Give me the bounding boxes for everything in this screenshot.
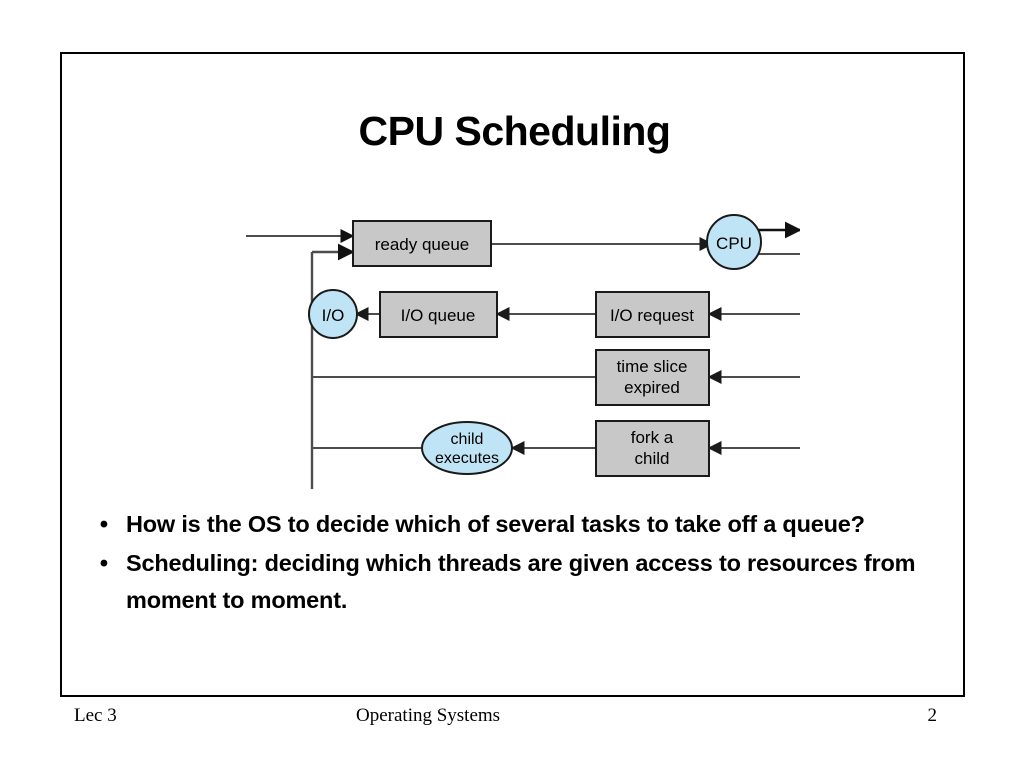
node-label-fork-line1: fork a xyxy=(631,428,674,447)
node-label-fork-line2: child xyxy=(635,449,670,468)
node-label-child-line1: child xyxy=(451,431,484,448)
node-fork-a-child: fork a child xyxy=(595,420,710,477)
bullet-list: • How is the OS to decide which of sever… xyxy=(82,506,962,621)
node-io: I/O xyxy=(308,289,358,339)
node-label-ready-queue: ready queue xyxy=(375,235,470,254)
slide-footer: Lec 3 Operating Systems 2 xyxy=(60,700,965,744)
bullet-marker-icon: • xyxy=(99,550,109,577)
node-label-time-slice-line1: time slice xyxy=(617,357,688,376)
page-title: CPU Scheduling xyxy=(358,108,671,154)
node-label-cpu: CPU xyxy=(716,234,752,253)
slide-frame: CPU Scheduling xyxy=(60,52,965,697)
footer-lecture-label: Lec 3 xyxy=(74,705,117,726)
node-child-executes: child executes xyxy=(421,421,513,475)
list-item: • How is the OS to decide which of sever… xyxy=(82,506,962,543)
bullet-text: How is the OS to decide which of several… xyxy=(126,511,865,537)
bullet-text: Scheduling: deciding which threads are g… xyxy=(126,550,916,613)
node-label-io: I/O xyxy=(322,306,345,325)
node-io-request: I/O request xyxy=(595,291,710,338)
footer-course-label: Operating Systems xyxy=(356,705,501,726)
node-ready-queue: ready queue xyxy=(352,220,492,267)
process-state-queue-diagram: ready queue CPU I/O I/O queue xyxy=(240,164,800,489)
node-cpu: CPU xyxy=(706,214,762,270)
list-item: • Scheduling: deciding which threads are… xyxy=(82,545,962,619)
diagram-connectors xyxy=(246,221,800,489)
node-io-queue: I/O queue xyxy=(379,291,498,338)
node-label-io-queue: I/O queue xyxy=(401,306,476,325)
node-time-slice-expired: time slice expired xyxy=(595,349,710,406)
node-label-time-slice-line2: expired xyxy=(624,378,680,397)
footer-page-number: 2 xyxy=(927,705,938,726)
node-label-io-request: I/O request xyxy=(610,306,694,325)
node-label-child-line2: executes xyxy=(435,450,499,467)
bullet-marker-icon: • xyxy=(99,511,109,538)
